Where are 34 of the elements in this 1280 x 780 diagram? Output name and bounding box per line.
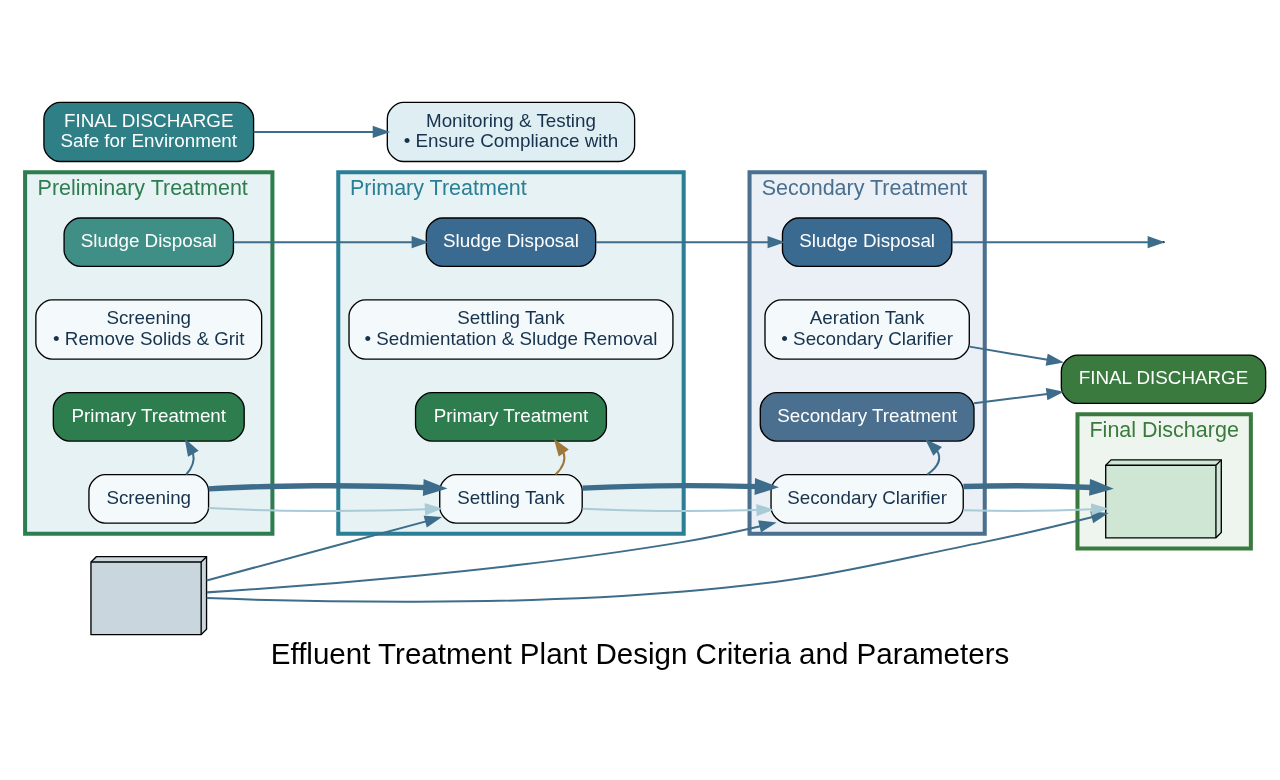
node-box: Sludge Disposal: [63, 217, 235, 268]
node-box: Secondary Clarifier: [770, 474, 964, 524]
node-box: FINAL DISCHARGE Safe for Environment: [43, 101, 255, 163]
arrow: [206, 515, 443, 582]
arrow: [184, 438, 199, 476]
arrow: [963, 478, 1114, 496]
arrow: [206, 511, 1109, 603]
arrow: [553, 438, 569, 476]
node-box: Aeration Tank • Secondary Clarifier: [764, 299, 970, 360]
node-box: Settling Tank • Sedmientation & Sludge Removal: [348, 299, 674, 360]
arrow: [973, 387, 1064, 405]
node-box: FINAL DISCHARGE: [1060, 354, 1267, 405]
cluster: Final Discharge: [1075, 412, 1253, 551]
arrow: [596, 236, 786, 249]
node-box: Screening • Remove Solids & Grit: [35, 299, 263, 360]
node-box: Primary Treatment: [414, 392, 608, 442]
arrow: [969, 345, 1064, 366]
node-box: Screening: [88, 474, 210, 524]
arrow: [208, 479, 448, 496]
arrow: [963, 503, 1109, 516]
node-box: Sludge Disposal: [425, 217, 597, 268]
arrow: [208, 503, 443, 516]
node-box: Sludge Disposal: [781, 217, 953, 268]
node-box: Primary Treatment: [52, 392, 245, 442]
arrow: [582, 504, 774, 517]
arrow: [233, 236, 430, 249]
node-box: Secondary Treatment: [759, 392, 975, 442]
arrow: [582, 478, 780, 496]
arrow: [253, 125, 391, 139]
arrow: [925, 439, 942, 476]
arrow: [206, 520, 777, 594]
node-box: Monitoring & Testing • Ensure Compliance with: [386, 101, 636, 163]
diagram-title: Effluent Treatment Plant Design Criteria and Parameters: [270, 636, 1010, 670]
node-box: Settling Tank: [439, 474, 583, 524]
